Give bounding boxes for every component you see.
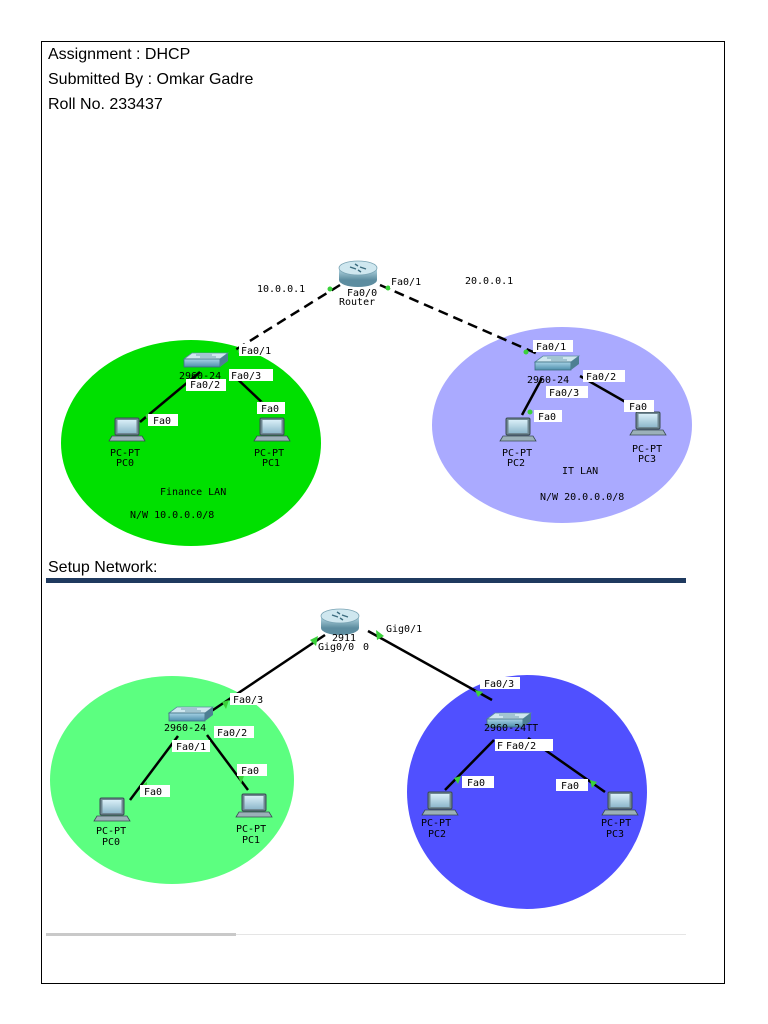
finance-lan-zone [61, 340, 321, 546]
roll-number: Roll No. 233437 [48, 96, 163, 113]
scrollbar-track [236, 934, 686, 935]
it-lan-label: IT LAN [562, 466, 598, 477]
left-switch2-port2: Fa0/2 [217, 728, 247, 739]
left-switch2-name: 2960-24 [164, 723, 206, 734]
right-switch2-name: 2960-24TT [484, 723, 538, 734]
pc2-1-name: PC1 [242, 835, 260, 846]
pc1-type: PC-PT [254, 448, 284, 459]
pc2-3-name: PC3 [606, 829, 624, 840]
router-icon [338, 260, 378, 288]
pc1-port: Fa0 [261, 404, 279, 415]
pc0-port: Fa0 [153, 416, 171, 427]
pc2-3-type: PC-PT [601, 818, 631, 829]
pc2-0-type: PC-PT [96, 826, 126, 837]
section-label: Setup Network: [48, 559, 158, 576]
pc2-1-port: Fa0 [241, 766, 259, 777]
pc2-2-port: Fa0 [467, 778, 485, 789]
left-switch2-port1: Fa0/1 [176, 742, 206, 753]
pc2-3-port: Fa0 [561, 781, 579, 792]
right-switch-port2: Fa0/2 [586, 372, 616, 383]
link-switch-pc2 [520, 377, 544, 416]
it-lan-network: N/W 20.0.0.0/8 [540, 492, 624, 503]
pc3-port: Fa0 [629, 402, 647, 413]
pc2-0-name: PC0 [102, 837, 120, 848]
right-lan-zone [407, 675, 647, 909]
router-ip-left: 10.0.0.1 [257, 284, 305, 295]
left-switch-port3: Fa0/3 [231, 371, 261, 382]
link-router-right-switch [379, 283, 541, 357]
page-frame [41, 41, 725, 984]
router2-extra: 0 [363, 642, 369, 653]
router-if-right: Fa0/1 [391, 277, 421, 288]
finance-lan-label: Finance LAN [160, 487, 226, 498]
router-name: Router [339, 297, 375, 308]
submitted-by: Submitted By : Omkar Gadre [48, 71, 254, 88]
left-switch-port2: Fa0/2 [190, 380, 220, 391]
pc2-1-type: PC-PT [236, 824, 266, 835]
pc1-name: PC1 [262, 458, 280, 469]
left-switch-icon [183, 352, 229, 368]
link2-router-right-switch [367, 629, 493, 702]
right-switch2-port2: Fa0/2 [506, 741, 536, 752]
link-router-left-switch [231, 283, 341, 354]
right-switch2-up-port: Fa0/3 [484, 679, 514, 690]
pc3-name: PC3 [638, 454, 656, 465]
pc2-0-port: Fa0 [144, 787, 162, 798]
left-lan-zone [50, 676, 294, 884]
router-ip-right: 20.0.0.1 [465, 276, 513, 287]
left-switch-up-port: Fa0/1 [241, 346, 271, 357]
right-switch-up-port: Fa0/1 [536, 342, 566, 353]
assignment-title: Assignment : DHCP [48, 46, 191, 63]
scrollbar-thumb [46, 933, 236, 936]
right-switch2-port1: F [497, 741, 503, 752]
pc0-name: PC0 [116, 458, 134, 469]
left-switch2-up-port: Fa0/3 [233, 695, 263, 706]
pc2-name: PC2 [507, 458, 525, 469]
section-divider [46, 578, 686, 583]
it-lan-zone [432, 327, 692, 523]
finance-lan-network: N/W 10.0.0.0/8 [130, 510, 214, 521]
pc3-type: PC-PT [632, 444, 662, 455]
pc2-2-name: PC2 [428, 829, 446, 840]
link2-router-left-switch [209, 633, 326, 714]
right-switch-name: 2960-24 [527, 375, 569, 386]
diagram-1: 10.0.0.1 20.0.0.1 Fa0/0 Router Fa0/1 Fa0… [61, 260, 692, 546]
left-switch2-icon [168, 706, 214, 722]
router2-if-left: Gig0/0 [318, 642, 354, 653]
router2-if-right: Gig0/1 [386, 624, 422, 635]
left-switch-name: 2960-24 [179, 371, 221, 382]
router-if-left: Fa0/0 [347, 288, 377, 299]
router2-name: 2911 [332, 633, 356, 644]
pc0-type: PC-PT [110, 448, 140, 459]
link2-switch-pc0 [129, 735, 179, 801]
router2-icon [320, 608, 360, 636]
pc2-port: Fa0 [538, 412, 556, 423]
diagram-2: 2911 Gig0/0 0 Gig0/1 Fa0/3 2960-24 Fa0/2… [50, 608, 647, 909]
link2-switch-pc2 [444, 739, 495, 791]
pc2-type: PC-PT [502, 448, 532, 459]
right-switch-port3: Fa0/3 [549, 388, 579, 399]
pc2-2-type: PC-PT [421, 818, 451, 829]
right-switch-icon [534, 355, 580, 371]
